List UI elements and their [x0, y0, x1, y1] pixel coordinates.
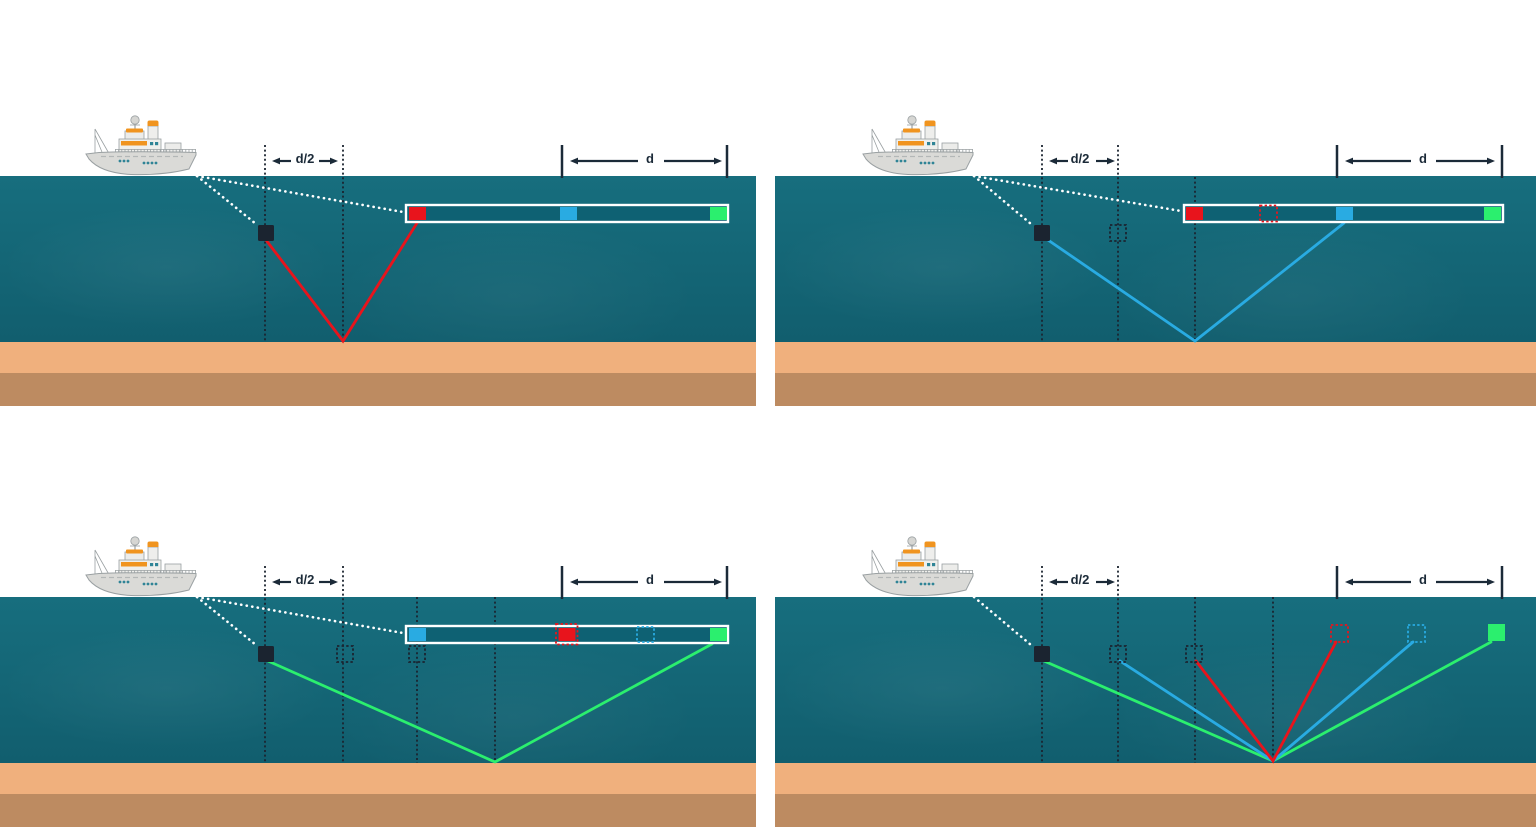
receiver-ghost-red — [555, 623, 579, 646]
half-spacing-label: d/2 — [1070, 151, 1090, 166]
seafloor-sand — [0, 763, 756, 794]
raypath-green — [266, 642, 714, 764]
receiver-ghost-red — [1330, 624, 1349, 643]
ocean — [0, 597, 756, 763]
spacing-label: d — [1419, 572, 1427, 587]
panel-shot-3: d/2 d — [0, 413, 768, 827]
spacing-label: d — [1419, 151, 1427, 166]
receiver-marker-green — [710, 207, 727, 220]
survey-ship — [85, 113, 197, 177]
seafloor-substrate — [775, 373, 1536, 406]
arrow-right-icon — [714, 157, 722, 165]
seafloor-sand — [775, 763, 1536, 794]
panel-shot-1: d/2 d — [0, 0, 768, 413]
source-ghost — [1109, 224, 1127, 242]
tow-line — [972, 174, 1033, 226]
raypath-blue — [1046, 221, 1346, 343]
panel-overlay — [972, 145, 1505, 343]
source-ghost — [336, 645, 354, 663]
receiver-marker-green — [710, 628, 727, 641]
receiver-ghost-blue — [1407, 624, 1426, 643]
arrow-left-icon — [570, 578, 578, 586]
receiver-marker-blue — [409, 628, 426, 641]
half-spacing-label: d/2 — [295, 572, 315, 587]
tow-line — [195, 595, 405, 635]
raypath-red — [1194, 640, 1338, 764]
arrow-right-icon — [1487, 157, 1495, 165]
tow-line — [972, 595, 1033, 647]
panel-overlay — [972, 566, 1505, 764]
receiver-marker-green — [1488, 624, 1505, 641]
arrow-left-icon — [272, 157, 280, 165]
arrow-left-icon — [1345, 157, 1353, 165]
source-marker — [1034, 225, 1050, 241]
survey-ship — [862, 534, 974, 598]
arrow-left-icon — [570, 157, 578, 165]
tow-line — [195, 174, 258, 226]
ocean — [0, 176, 756, 342]
arrow-right-icon — [330, 157, 338, 165]
panel-overlay — [195, 145, 730, 344]
raypath-green — [1042, 640, 1493, 763]
receiver-marker-blue — [560, 207, 577, 220]
spacing-label: d — [646, 572, 654, 587]
survey-ship — [85, 534, 197, 598]
tow-line — [195, 595, 258, 647]
seafloor-sand — [0, 342, 756, 373]
raypath-blue — [1118, 640, 1415, 763]
seafloor-substrate — [775, 794, 1536, 827]
source-marker — [258, 646, 274, 662]
half-spacing-label: d/2 — [295, 151, 315, 166]
survey-ship — [862, 113, 974, 177]
receiver-ghost-blue — [636, 626, 655, 643]
source-marker — [258, 225, 274, 241]
arrow-left-icon — [1049, 578, 1057, 586]
panel-shot-2: d/2 d — [768, 0, 1536, 413]
raypath-red — [264, 221, 419, 344]
receiver-marker-red — [558, 628, 576, 641]
receiver-marker-green — [1484, 207, 1501, 220]
tow-line — [195, 174, 405, 214]
seafloor-sand — [775, 342, 1536, 373]
arrow-right-icon — [330, 578, 338, 586]
arrow-right-icon — [714, 578, 722, 586]
source-marker — [1034, 646, 1050, 662]
source-ghost — [1109, 645, 1127, 663]
receiver-ghost-red — [1259, 204, 1278, 223]
arrow-right-icon — [1107, 578, 1115, 586]
seafloor-substrate — [0, 373, 756, 406]
receiver-marker-red — [409, 207, 426, 220]
arrow-right-icon — [1107, 157, 1115, 165]
arrow-left-icon — [1049, 157, 1057, 165]
spacing-label: d — [646, 151, 654, 166]
source-ghost — [408, 645, 426, 663]
tow-line — [972, 174, 1183, 213]
source-ghost — [1185, 645, 1203, 663]
seafloor-substrate — [0, 794, 756, 827]
panel-shot-4: d/2 d — [768, 413, 1536, 827]
arrow-right-icon — [1487, 578, 1495, 586]
arrow-left-icon — [1345, 578, 1353, 586]
receiver-marker-blue — [1336, 207, 1353, 220]
receiver-marker-red — [1186, 207, 1203, 220]
half-spacing-label: d/2 — [1070, 572, 1090, 587]
arrow-left-icon — [272, 578, 280, 586]
panel-overlay — [195, 566, 730, 764]
